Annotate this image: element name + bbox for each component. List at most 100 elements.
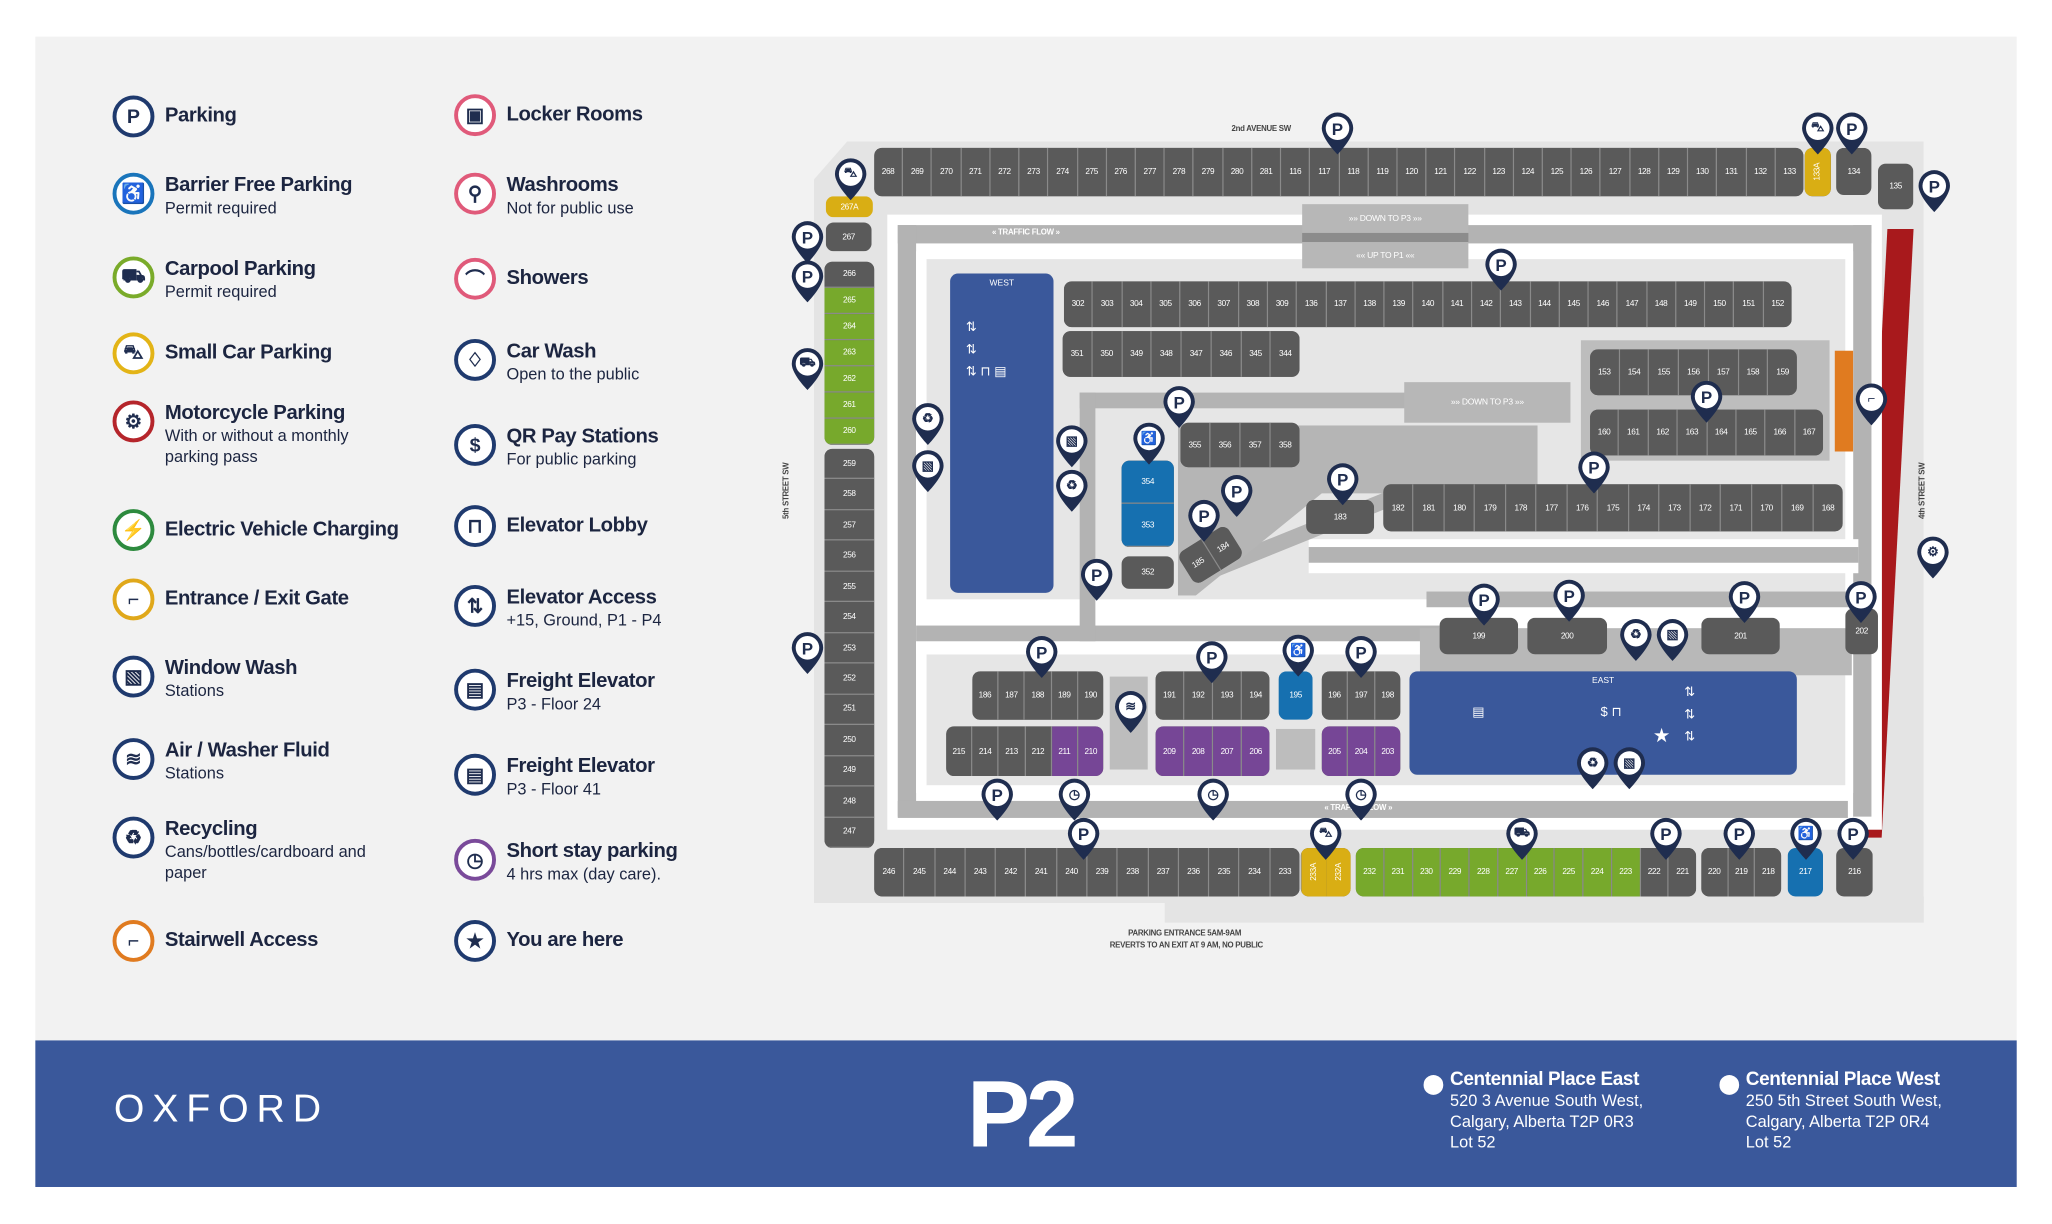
- parking-stall[interactable]: 208: [1184, 726, 1214, 777]
- parking-stall[interactable]: 200: [1527, 617, 1608, 655]
- parking-stall[interactable]: 264: [824, 314, 875, 341]
- parking-stall[interactable]: 117: [1310, 147, 1340, 197]
- parking-stall[interactable]: 218: [1755, 848, 1782, 897]
- parking-stall[interactable]: 243: [965, 848, 997, 897]
- parking-stall[interactable]: 258: [824, 479, 875, 511]
- parking-pin-icon[interactable]: P: [1690, 380, 1724, 424]
- parking-stall[interactable]: 157: [1708, 349, 1739, 396]
- parking-stall[interactable]: 165: [1736, 409, 1766, 456]
- parking-stall[interactable]: 149: [1676, 281, 1706, 328]
- parking-stall[interactable]: 190: [1078, 671, 1104, 720]
- parking-stall[interactable]: 160: [1590, 409, 1620, 456]
- parking-stall[interactable]: 155: [1649, 349, 1680, 396]
- parking-stall[interactable]: 302: [1063, 281, 1094, 328]
- parking-stall[interactable]: 304: [1122, 281, 1152, 328]
- parking-stall[interactable]: 352: [1121, 556, 1174, 589]
- parking-stall[interactable]: 235: [1209, 848, 1240, 897]
- parking-stall[interactable]: 210: [1078, 726, 1104, 777]
- parking-stall[interactable]: 353: [1121, 503, 1174, 548]
- parking-stall[interactable]: 226: [1526, 848, 1556, 897]
- parking-stall[interactable]: 153: [1590, 349, 1620, 396]
- parking-stall[interactable]: 209: [1155, 726, 1185, 777]
- parking-stall[interactable]: 351: [1062, 331, 1093, 377]
- parking-pin-icon[interactable]: P: [980, 777, 1014, 821]
- parking-stall[interactable]: 241: [1026, 848, 1058, 897]
- parking-stall[interactable]: 181: [1414, 484, 1445, 532]
- parking-stall[interactable]: 252: [824, 663, 875, 695]
- parking-stall[interactable]: 221: [1668, 848, 1697, 897]
- parking-pin-icon[interactable]: P: [1835, 111, 1869, 155]
- parking-pin-icon[interactable]: P: [790, 220, 824, 264]
- parking-pin-icon[interactable]: P: [1162, 385, 1196, 429]
- parking-stall[interactable]: 305: [1151, 281, 1181, 328]
- recycling-pin-icon[interactable]: ♻: [1576, 746, 1610, 790]
- parking-pin-icon[interactable]: P: [790, 631, 824, 675]
- short-stay-pin-icon[interactable]: ◷: [1057, 777, 1091, 821]
- parking-stall[interactable]: 256: [824, 541, 875, 572]
- parking-stall[interactable]: 119: [1368, 147, 1398, 197]
- parking-pin-icon[interactable]: P: [1080, 558, 1114, 602]
- parking-stall[interactable]: 273: [1019, 147, 1049, 197]
- parking-stall[interactable]: 139: [1384, 281, 1414, 328]
- parking-stall[interactable]: 244: [935, 848, 966, 897]
- parking-stall[interactable]: 242: [996, 848, 1027, 897]
- parking-stall[interactable]: 345: [1241, 331, 1272, 377]
- parking-pin-icon[interactable]: P: [1220, 474, 1254, 518]
- parking-stall[interactable]: 136: [1297, 281, 1327, 328]
- parking-stall[interactable]: 231: [1384, 848, 1413, 897]
- parking-stall[interactable]: 254: [824, 602, 875, 634]
- parking-stall[interactable]: 267A: [825, 196, 873, 218]
- parking-stall[interactable]: 207: [1213, 726, 1242, 777]
- parking-pin-icon[interactable]: P: [1552, 578, 1586, 622]
- parking-stall[interactable]: 140: [1413, 281, 1444, 328]
- parking-stall[interactable]: 133: [1775, 147, 1804, 197]
- parking-stall[interactable]: 214: [972, 726, 999, 777]
- parking-stall[interactable]: 358: [1270, 422, 1300, 468]
- parking-stall[interactable]: 161: [1619, 409, 1649, 456]
- parking-stall[interactable]: 257: [824, 510, 875, 542]
- parking-stall[interactable]: 262: [824, 366, 875, 393]
- parking-stall[interactable]: 213: [998, 726, 1026, 777]
- parking-stall[interactable]: 189: [1051, 671, 1079, 720]
- parking-stall[interactable]: 199: [1439, 617, 1519, 655]
- window-wash-pin-icon[interactable]: ▧: [1612, 746, 1646, 790]
- motorcycle-pin-icon[interactable]: ⚙: [1916, 535, 1950, 579]
- parking-stall[interactable]: 233: [1270, 848, 1300, 897]
- parking-stall[interactable]: 173: [1659, 484, 1691, 532]
- parking-stall[interactable]: 175: [1598, 484, 1630, 532]
- parking-stall[interactable]: 132: [1746, 147, 1776, 197]
- parking-stall[interactable]: 220: [1701, 848, 1729, 897]
- parking-stall[interactable]: 130: [1688, 147, 1718, 197]
- parking-stall[interactable]: 251: [824, 694, 875, 726]
- parking-stall[interactable]: 265: [824, 287, 875, 315]
- barrier-free-pin-icon[interactable]: ♿: [1281, 633, 1315, 677]
- parking-pin-icon[interactable]: P: [1649, 817, 1683, 861]
- parking-stall[interactable]: 236: [1178, 848, 1210, 897]
- parking-stall[interactable]: 168: [1813, 484, 1843, 532]
- parking-stall[interactable]: 167: [1795, 409, 1824, 456]
- parking-stall[interactable]: 179: [1475, 484, 1507, 532]
- parking-stall[interactable]: 348: [1151, 331, 1182, 377]
- parking-stall[interactable]: 271: [961, 147, 991, 197]
- parking-pin-icon[interactable]: P: [1722, 817, 1756, 861]
- parking-stall[interactable]: 350: [1092, 331, 1123, 377]
- window-wash-pin-icon[interactable]: ▧: [1055, 424, 1089, 468]
- parking-stall[interactable]: 121: [1426, 147, 1456, 197]
- parking-stall[interactable]: 249: [824, 756, 875, 787]
- parking-pin-icon[interactable]: P: [1187, 499, 1221, 543]
- parking-stall[interactable]: 267: [825, 222, 872, 252]
- parking-stall[interactable]: 196: [1321, 671, 1349, 720]
- air-washer-fluid-pin-icon[interactable]: ≋: [1114, 690, 1148, 734]
- parking-stall[interactable]: 247: [824, 817, 875, 849]
- parking-stall[interactable]: 122: [1455, 147, 1485, 197]
- parking-stall[interactable]: 127: [1601, 147, 1631, 197]
- parking-stall[interactable]: 134: [1836, 147, 1872, 195]
- parking-stall[interactable]: 250: [824, 725, 875, 757]
- parking-stall[interactable]: 279: [1194, 147, 1224, 197]
- carpool-pin-icon[interactable]: ⛟: [790, 347, 824, 391]
- parking-stall[interactable]: 223: [1611, 848, 1641, 897]
- parking-stall[interactable]: 201: [1701, 617, 1780, 655]
- short-stay-pin-icon[interactable]: ◷: [1344, 777, 1378, 821]
- short-stay-pin-icon[interactable]: ◷: [1196, 777, 1230, 821]
- parking-stall[interactable]: 141: [1443, 281, 1473, 328]
